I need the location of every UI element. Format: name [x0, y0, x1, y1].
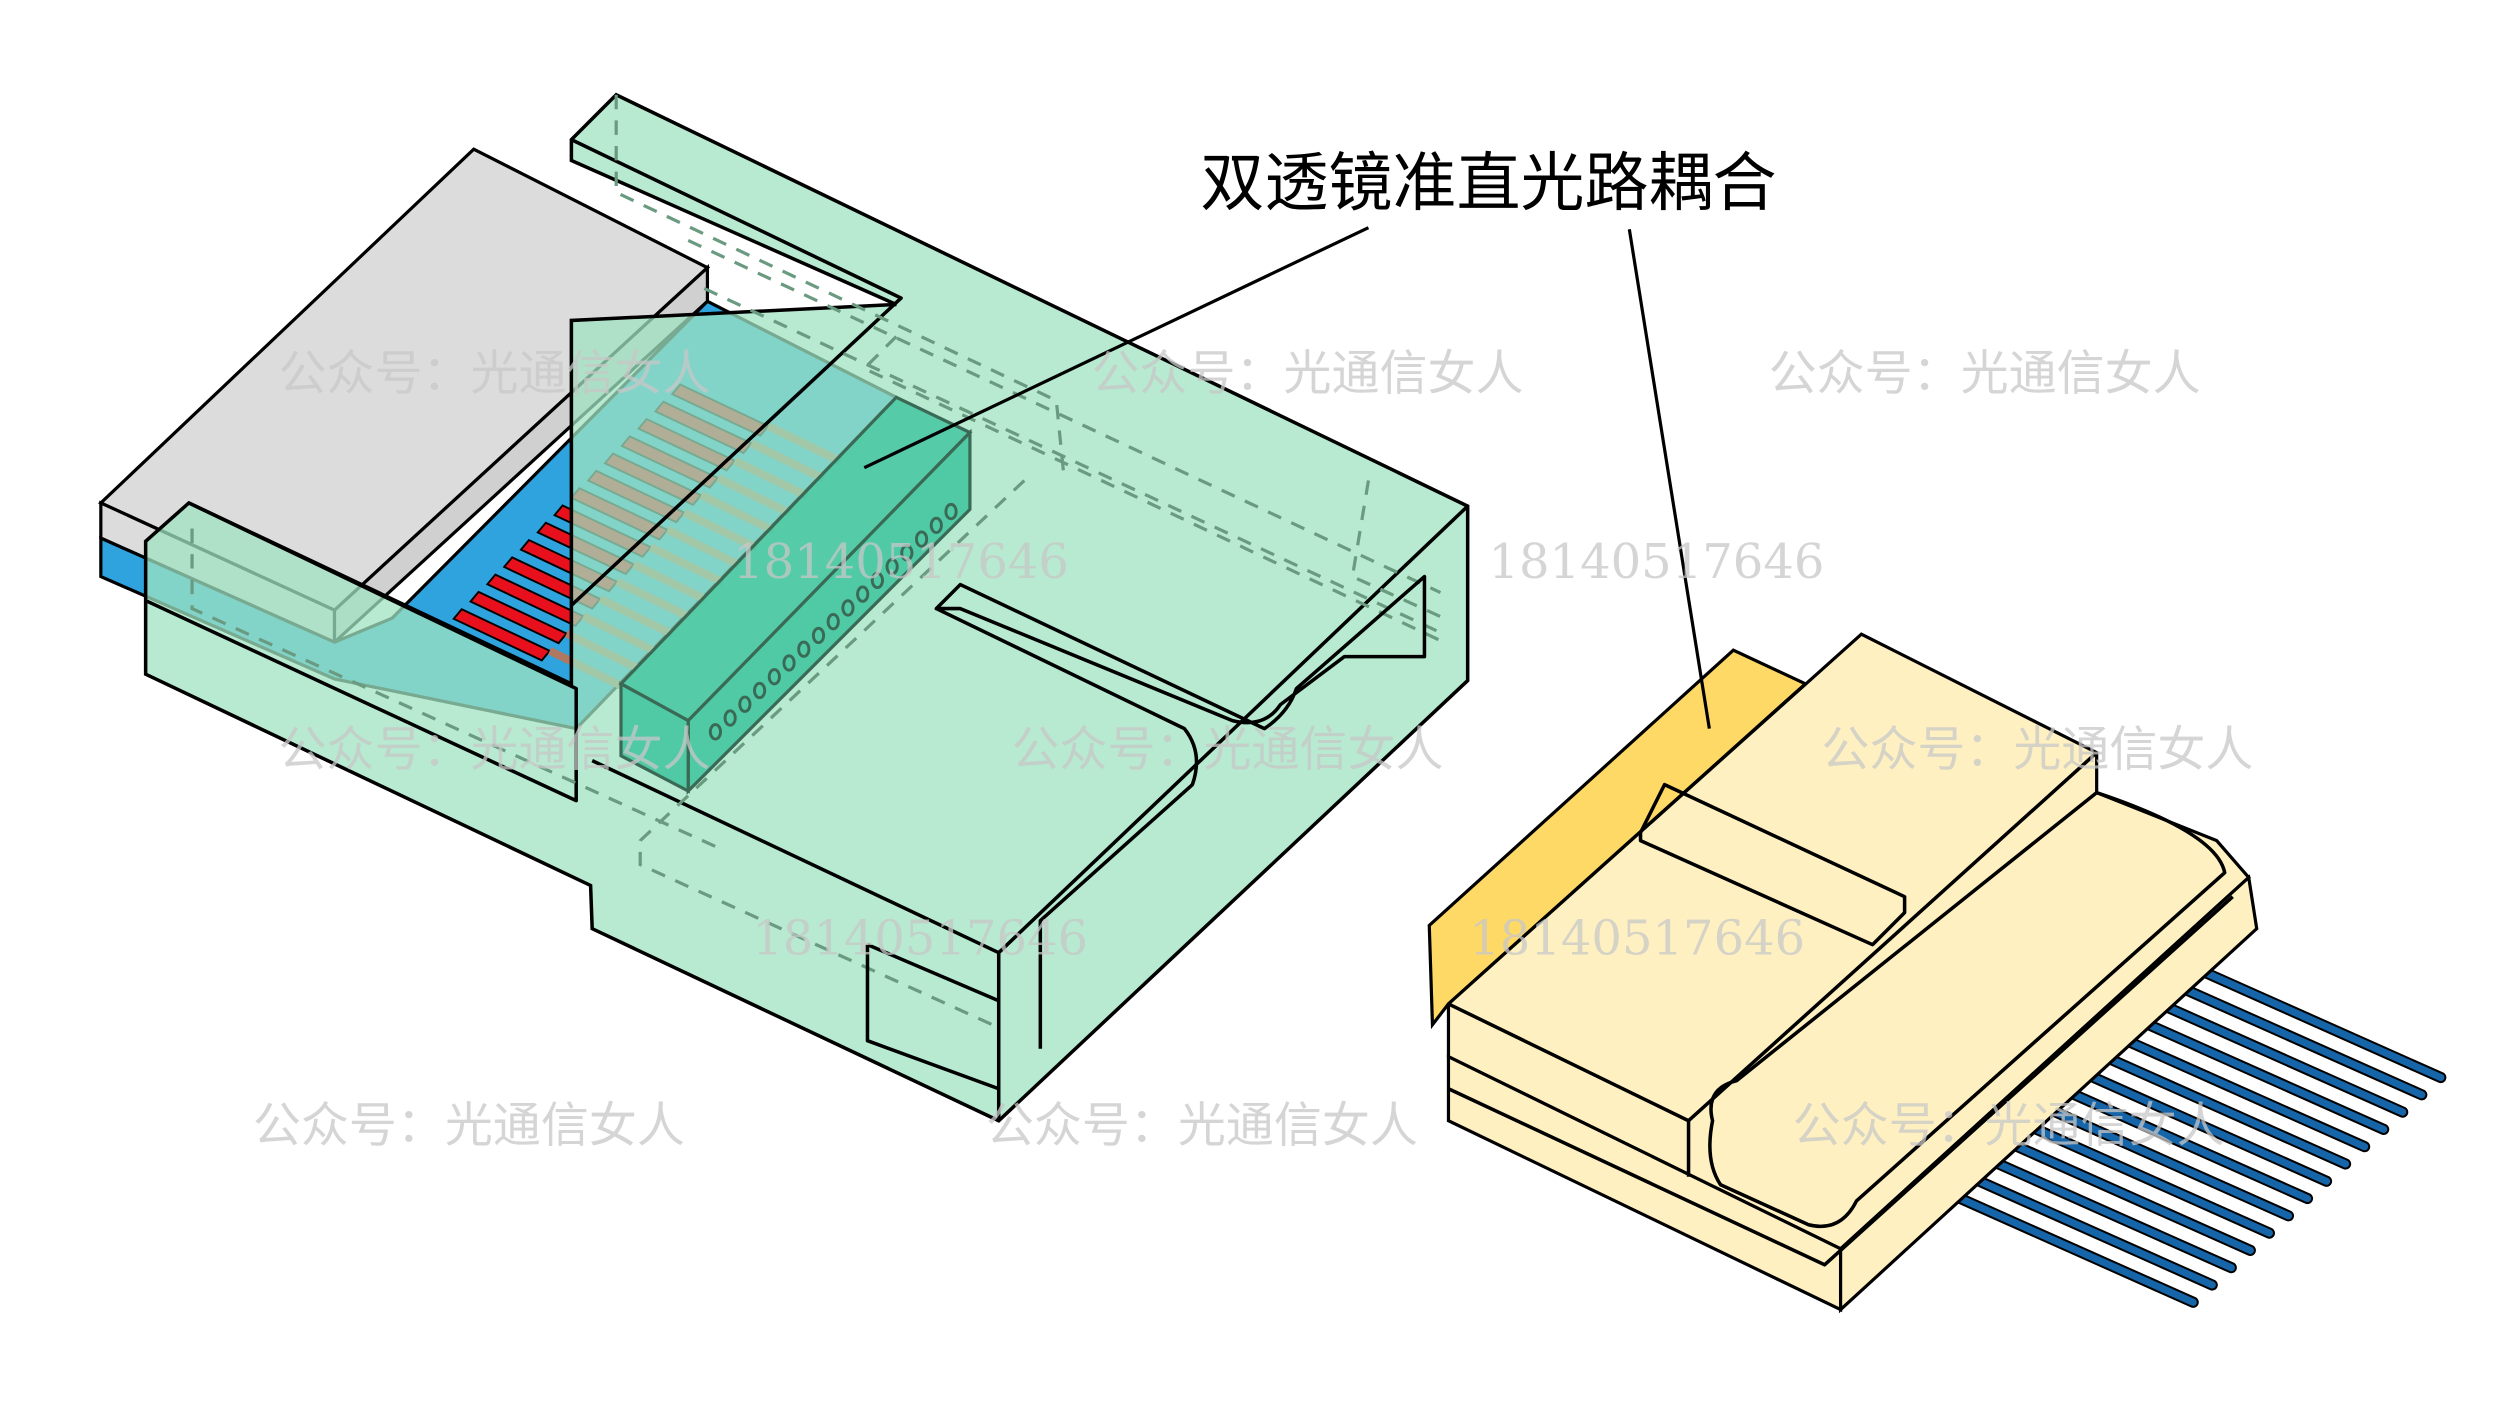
- watermark-account: 公众号：光通信女人: [1092, 345, 1524, 401]
- lens-element: [708, 723, 722, 741]
- lens-element: [738, 695, 752, 713]
- lens-element: [753, 681, 767, 700]
- red-fiber: [452, 608, 552, 662]
- lens-block-side: [619, 681, 690, 794]
- watermark-phone: 18140517646: [733, 534, 1069, 590]
- callout-line-lens: [863, 226, 1370, 470]
- watermarks: 公众号：光通信女人 公众号：光通信女人 公众号：光通信女人 公众号：光通信女人 …: [253, 345, 2254, 1153]
- watermark-account: 公众号：光通信女人: [253, 1098, 685, 1154]
- lens-element: [782, 654, 796, 672]
- fiber-connector-right: [1427, 632, 2447, 1314]
- lens-element: [767, 668, 781, 686]
- lens-element: [811, 626, 826, 645]
- hidden-edges: [190, 94, 1442, 1027]
- lens-element: [944, 502, 958, 521]
- housing-slot: [934, 574, 1427, 1049]
- lens-element: [929, 516, 943, 534]
- lens-element: [797, 640, 811, 658]
- lens-element: [885, 557, 899, 576]
- annotation-label: 双透镜准直光路耦合: [1200, 147, 1776, 221]
- callout-line-connector: [1627, 228, 1711, 729]
- watermark-account: 公众号：光通信女人: [986, 1098, 1418, 1154]
- lens-element: [915, 530, 929, 548]
- watermark-phone: 18140517646: [752, 910, 1088, 966]
- watermark-account: 公众号：光通信女人: [1793, 1098, 2225, 1154]
- lens-element: [826, 613, 840, 631]
- red-fiber: [469, 590, 569, 645]
- optical-module-left: [98, 92, 1470, 1123]
- lens-element: [870, 571, 884, 590]
- lens-element: [723, 709, 737, 727]
- lens-element: [900, 544, 914, 562]
- watermark-phone: 18140517646: [1488, 534, 1824, 590]
- lens-array: [708, 502, 958, 741]
- watermark-account: 公众号：光通信女人: [1012, 721, 1444, 777]
- lens-element: [841, 599, 855, 617]
- watermark-account: 公众号：光通信女人: [1769, 345, 2201, 401]
- watermark-account: 公众号：光通信女人: [1821, 721, 2253, 777]
- connector-body-side: [1838, 874, 2259, 1314]
- watermark-account: 公众号：光通信女人: [278, 721, 710, 777]
- watermark-phone: 18140517646: [1469, 910, 1805, 966]
- lens-element: [856, 585, 870, 603]
- watermark-account: 公众号：光通信女人: [278, 345, 710, 401]
